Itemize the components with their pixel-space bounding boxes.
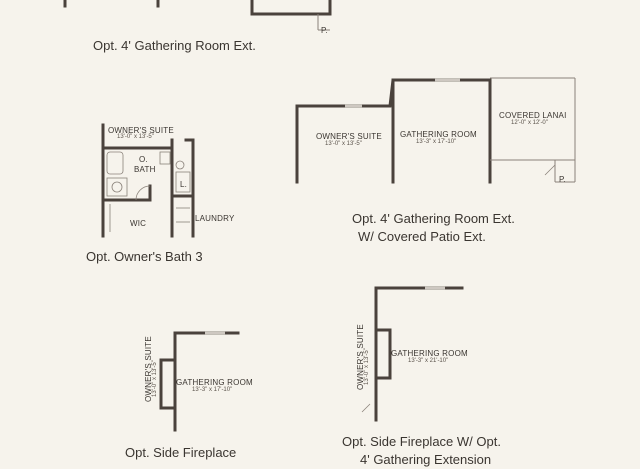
owners-suite-dims: 13'-0" x 13'-5" [325,141,362,147]
caption-covered-patio-line1: Opt. 4' Gathering Room Ext. [352,211,515,226]
gathering-room-label: GATHERING ROOM [176,378,253,387]
plan-owners-bath-walls [101,123,195,238]
plan-covered-patio-walls [295,77,576,184]
gathering-room-dims: 13'-3" x 21'-10" [408,358,449,364]
gathering-room-dims: 13'-3" x 17'-10" [416,139,457,145]
patio-label: P. [559,175,566,184]
owners-suite-dims: 13'-0" x 13'-5" [117,134,154,140]
bath-label-line1: O. [139,155,148,164]
gathering-room-label: GATHERING ROOM [400,130,477,139]
caption-owners-bath: Opt. Owner's Bath 3 [86,249,203,264]
owners-suite-label: OWNER'S SUITE [316,132,382,141]
plan-side-fireplace-walls [159,331,240,432]
owners-suite-label: OWNER'S SUITE [108,126,174,135]
laundry-label: LAUNDRY [195,214,235,223]
caption-covered-patio-line2: W/ Covered Patio Ext. [358,229,486,244]
caption-side-fireplace-ext-line1: Opt. Side Fireplace W/ Opt. [342,434,501,449]
linen-label: L. [180,180,188,189]
plan-side-fireplace-ext-walls [361,286,464,422]
plan-gathering-ext-walls [63,0,332,31]
caption-gathering-ext: Opt. 4' Gathering Room Ext. [93,38,256,53]
gathering-room-label: GATHERING ROOM [391,349,468,358]
gathering-room-dims: 13'-3" x 17'-10" [192,387,233,393]
owners-suite-dims-vertical: 13'-0" x 13'-5" [364,348,370,385]
patio-label: P. [321,26,328,35]
owners-suite-dims-vertical: 13'-0" x 13'-5" [152,360,158,397]
covered-lanai-label: COVERED LANAI [499,111,567,120]
covered-lanai-dims: 12'-0" x 12'-0" [511,120,548,126]
caption-side-fireplace-ext-line2: 4' Gathering Extension [360,452,492,467]
wic-label: WIC [130,219,147,228]
caption-side-fireplace: Opt. Side Fireplace [125,445,237,460]
bath-label-line2: BATH [134,165,156,174]
